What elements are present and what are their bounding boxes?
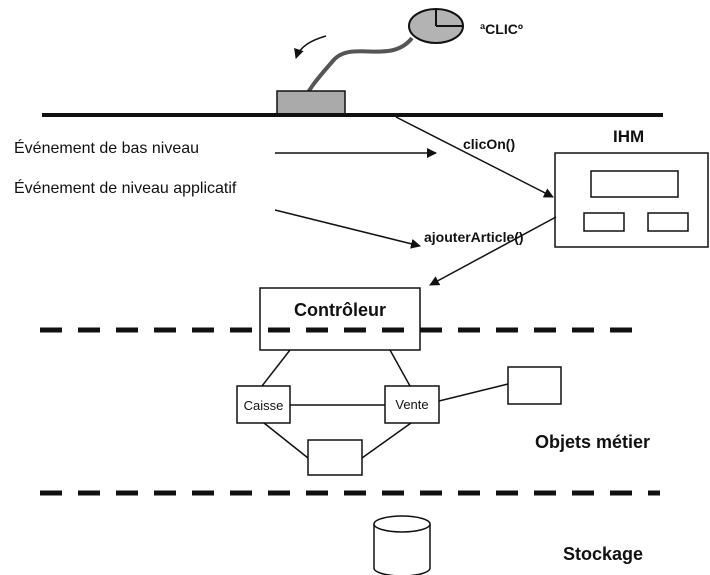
ajouter-article-arrow bbox=[429, 216, 557, 286]
vente-object-label: Vente bbox=[395, 397, 428, 412]
low-level-event-label: Événement de bas niveau bbox=[14, 138, 199, 157]
caisse-object-label: Caisse bbox=[244, 398, 284, 413]
business-objects-layer-label: Objets métier bbox=[535, 432, 650, 452]
ajouter-article-method-label: ajouterArticle() bbox=[424, 229, 524, 245]
app-level-event-label: Événement de niveau applicatif bbox=[14, 178, 237, 197]
storage-layer-label: Stockage bbox=[563, 544, 643, 564]
ihm-window bbox=[554, 152, 709, 248]
app-level-event-arrow bbox=[274, 209, 421, 249]
click-rotation-arrow-icon bbox=[294, 35, 327, 59]
mouse-pad bbox=[276, 90, 346, 116]
database-icon bbox=[373, 515, 431, 575]
object-links bbox=[261, 349, 509, 459]
ihm-title: IHM bbox=[613, 127, 644, 146]
mouse-click-label: ªCLICº bbox=[480, 21, 523, 37]
clicon-method-label: clicOn() bbox=[463, 136, 515, 152]
unnamed-object-box-right bbox=[507, 366, 562, 405]
vente-object-box bbox=[384, 385, 440, 424]
unnamed-object-box-bottom bbox=[307, 439, 363, 476]
mouse-icon bbox=[408, 8, 464, 44]
caisse-object-box bbox=[236, 385, 291, 424]
clicon-arrow bbox=[395, 116, 554, 198]
controller-label: Contrôleur bbox=[294, 300, 386, 320]
controller-box bbox=[259, 287, 421, 351]
